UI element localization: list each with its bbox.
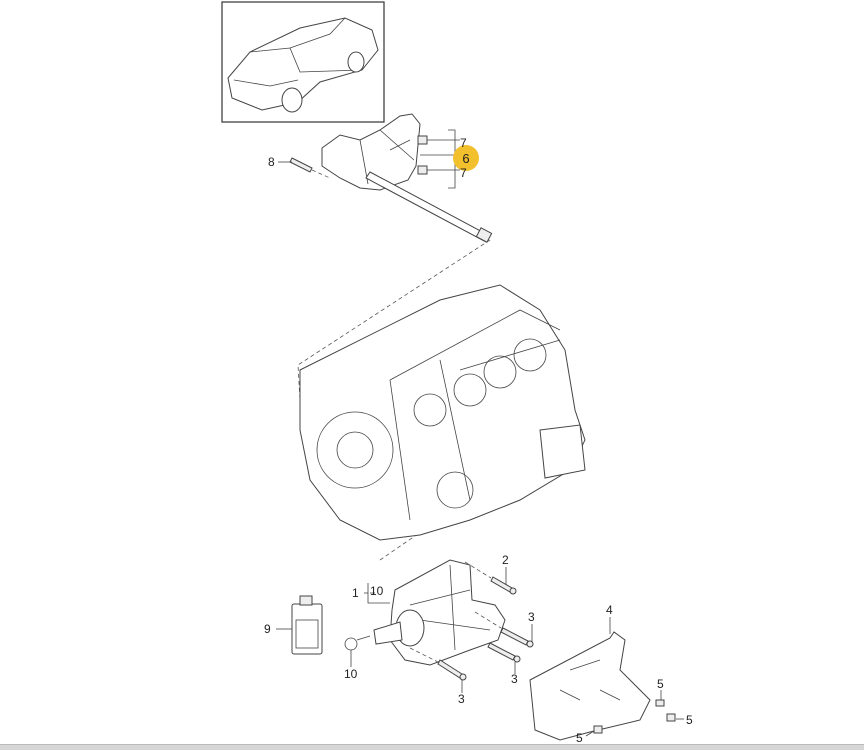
callout-7-upper[interactable]: 7 xyxy=(460,136,467,150)
callout-3-middle[interactable]: 3 xyxy=(511,672,518,686)
callout-5-bottom[interactable]: 5 xyxy=(576,731,583,745)
circlip-10[interactable] xyxy=(344,635,371,667)
nut-5c[interactable] xyxy=(585,725,603,737)
bolt-3c[interactable] xyxy=(409,647,467,693)
callout-1[interactable]: 1 xyxy=(352,586,359,600)
bolt-3b[interactable] xyxy=(487,642,521,674)
callout-4[interactable]: 4 xyxy=(606,603,613,617)
callout-7-lower[interactable]: 7 xyxy=(460,166,467,180)
bolt-3a[interactable] xyxy=(474,611,534,648)
engine-block xyxy=(299,284,586,541)
callout-3-lower[interactable]: 3 xyxy=(458,692,465,706)
heat-shield-4[interactable] xyxy=(529,617,651,741)
callout-5-upper[interactable]: 5 xyxy=(657,677,664,691)
drive-shaft-assembly[interactable] xyxy=(321,113,493,243)
transfer-case[interactable] xyxy=(364,559,506,666)
callout-3-upper[interactable]: 3 xyxy=(528,610,535,624)
bolt-2[interactable] xyxy=(464,561,517,595)
callout-9[interactable]: 9 xyxy=(264,622,271,636)
bottom-scrollbar-track xyxy=(0,744,864,750)
vehicle-inset xyxy=(221,1,385,123)
callout-10-circlip[interactable]: 10 xyxy=(344,667,358,681)
nut-5b[interactable] xyxy=(666,713,684,722)
callout-8[interactable]: 8 xyxy=(268,155,275,169)
oil-bottle-9[interactable] xyxy=(276,595,323,655)
callout-6-highlighted[interactable]: 6 xyxy=(453,145,479,171)
callout-2[interactable]: 2 xyxy=(502,553,509,567)
bolt-8[interactable] xyxy=(278,157,331,179)
callout-10-kit[interactable]: 10 xyxy=(370,584,384,598)
nut-5a[interactable] xyxy=(655,690,665,707)
callout-5-right[interactable]: 5 xyxy=(686,713,693,727)
